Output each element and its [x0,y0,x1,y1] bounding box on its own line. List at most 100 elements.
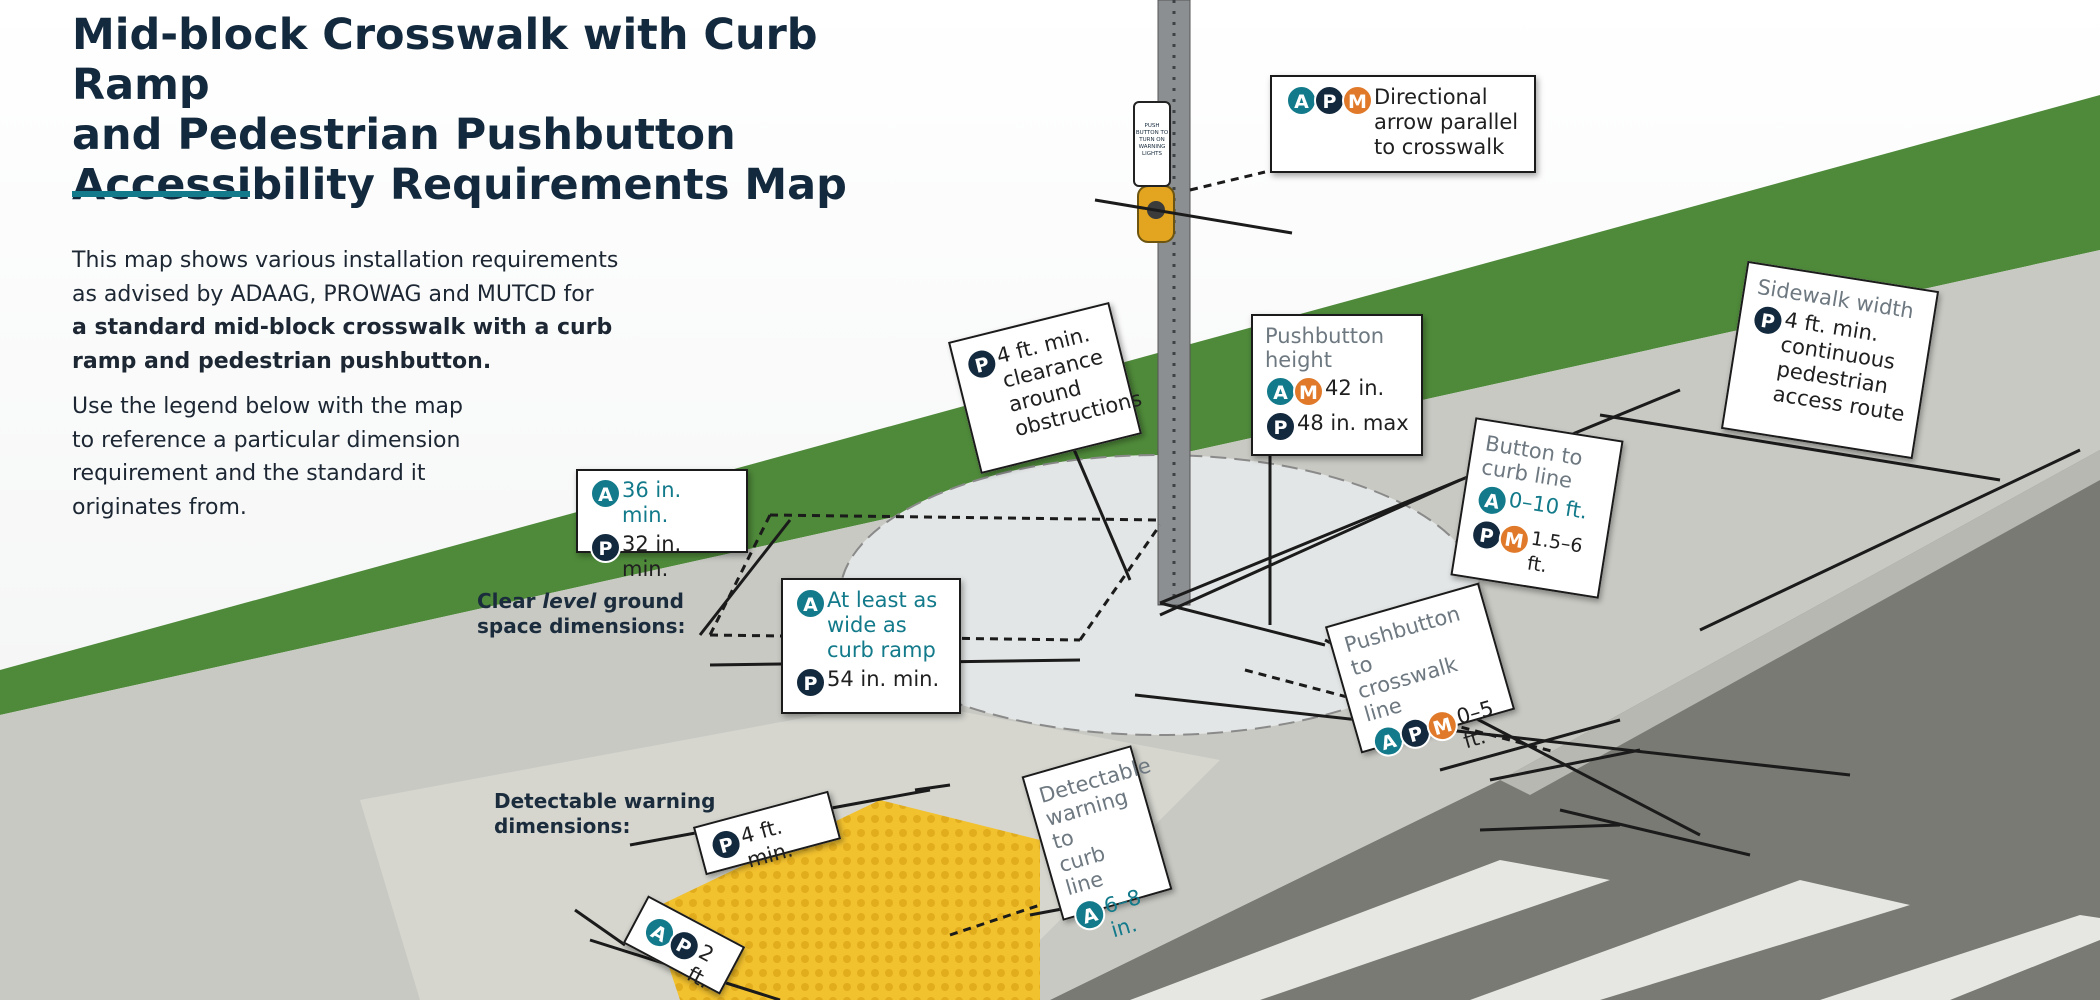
standard-badges: A M [1265,376,1324,407]
sign-line: WARNING [1138,144,1166,150]
adaag-badge: A [1286,85,1317,116]
callout-row: A At least as wide as curb ramp [795,588,947,663]
mutcd-badge: M [1293,376,1324,407]
value-text: 42 in. [1325,376,1385,400]
callout-heading: Detectable warning to curb line [1036,753,1156,900]
standard-badges: P [795,667,826,698]
standard-badges: A [795,588,826,619]
callout-line: arrow parallel [1374,110,1519,134]
intro-bold-line: ramp and pedestrian pushbutton. [72,348,492,374]
heading-line: Pushbutton [1265,324,1385,348]
value-text: 54 in. min. [827,667,940,691]
intro-line: originates from. [72,494,247,520]
intro-line: Use the legend below with the map [72,394,463,419]
detectable-warning-pad [650,800,1040,1000]
callout-row: P 54 in. min. [795,667,947,698]
clear-space-text: Clear [477,589,543,613]
adaag-badge: A [590,478,621,509]
callout-text: At least as wide as curb ramp [827,588,937,663]
callout-ramp-width: A At least as wide as curb ramp P 54 in.… [781,578,961,714]
value-text: 32 in. min. [622,532,682,581]
callout-line: to crosswalk [1374,135,1505,159]
road-surface [1050,450,2100,1000]
adaag-badge: A [1474,482,1510,519]
sign-line: PUSH [1144,123,1160,129]
sign-line: BUTTON TO [1135,130,1169,136]
value-text: 36 in. min. [622,478,682,527]
callout-row: P 4 ft. min. continuous pedestrian acces… [1739,302,1919,428]
detectable-line-2: dimensions: [494,814,631,838]
standard-badges: P [590,532,621,563]
mutcd-badge: M [1496,521,1533,558]
adaag-badge: A [795,588,826,619]
intro-line: as advised by ADAAG, PROWAG and MUTCD fo… [72,281,594,307]
crosswalk-stripe-2 [1470,880,1910,1000]
callout-value: 1.5–6 ft. [1525,527,1594,586]
standard-badges: A P M [1286,85,1373,116]
intro-paragraph-1: This map shows various installation requ… [72,244,632,378]
clear-space-line-1: Clear level ground [477,589,686,614]
callout-row: A 36 in. min. [590,478,734,528]
standard-badges: A [1474,482,1510,519]
sign-line: TURN ON [1139,137,1165,143]
callout-line: wide as [827,613,907,637]
title-underline [72,191,250,197]
adaag-badge: A [1265,376,1296,407]
intro-text: This map shows various installation requ… [72,244,632,536]
callout-line: At least as [827,588,938,612]
clear-space-line-2: space dimensions: [477,614,686,638]
callout-line: curb ramp [827,638,936,662]
clear-space-text: ground [596,589,684,613]
heading-line: height [1265,348,1332,372]
callout-row: A M 42 in. [1265,376,1409,407]
title-line-1: Mid-block Crosswalk with Curb Ramp [72,10,818,110]
intro-line: to reference a particular dimension [72,427,461,453]
callout-value: 36 in. min. [622,478,734,528]
callout-clear-width: A 36 in. min. P 32 in. min. [576,469,748,581]
callout-button-to-curb: Button to curb line A 0–10 ft. P M 1.5–6… [1450,417,1624,599]
standard-badges: A [590,478,621,509]
standard-badges: P [1265,411,1296,442]
callout-line: Directional [1374,85,1488,109]
intro-paragraph-2: Use the legend below with the map to ref… [72,390,632,524]
callout-text: Directional arrow parallel to crosswalk [1374,85,1518,160]
detectable-line-1: Detectable warning [494,789,716,813]
prowag-badge: P [1750,302,1786,339]
page-title: Mid-block Crosswalk with Curb Ramp and P… [72,10,912,210]
crosswalk-stripe-3 [1820,915,2100,1000]
callout-value: 42 in. [1325,376,1384,401]
standard-badges: P [963,345,1001,383]
title-line-2: and Pedestrian Pushbutton [72,110,736,160]
curb-face [1500,450,2100,795]
pushbutton-sign: PUSH BUTTON TO TURN ON WARNING LIGHTS [1133,101,1171,187]
callout-row: P 32 in. min. [590,532,734,582]
standard-badges: P [1750,302,1786,339]
value-text: 1.5–6 ft. [1525,527,1585,578]
prowag-badge: P [1265,411,1296,442]
clear-space-label: Clear level ground space dimensions: [477,589,686,639]
callout-value: 48 in. max [1297,411,1409,436]
callout-row: A P M Directional arrow parallel to cros… [1286,85,1520,160]
detectable-warning-label: Detectable warning dimensions: [494,789,715,839]
callout-value: 54 in. min. [827,667,939,692]
callout-row: P 48 in. max [1265,411,1409,442]
standard-badges: A P [638,911,706,967]
title-line-3: Accessibility Requirements Map [72,160,847,210]
callout-value: 32 in. min. [622,532,734,582]
callout-sidewalk-width: Sidewalk width P 4 ft. min. continuous p… [1720,260,1940,460]
prowag-badge: P [795,667,826,698]
callout-text: 4 ft. min. clearance around obstructions [994,314,1144,442]
intro-bold-line: a standard mid-block crosswalk with a cu… [72,315,613,340]
prowag-badge: P [1314,85,1345,116]
callout-text: 4 ft. min. continuous pedestrian access … [1771,308,1918,428]
intro-line: This map shows various installation requ… [72,248,619,273]
callout-pushbutton-height: Pushbutton height A M 42 in. P 48 in. ma… [1251,314,1423,456]
clear-space-emphasis: level [542,589,597,613]
callout-heading: Pushbutton height [1265,324,1409,372]
callout-row: P 4 ft. min. clearance around obstructio… [963,318,1144,449]
mutcd-badge: M [1342,85,1373,116]
intro-line: requirement and the standard it [72,461,426,486]
standard-badges: P [707,825,746,864]
sign-line: LIGHTS [1142,151,1162,157]
